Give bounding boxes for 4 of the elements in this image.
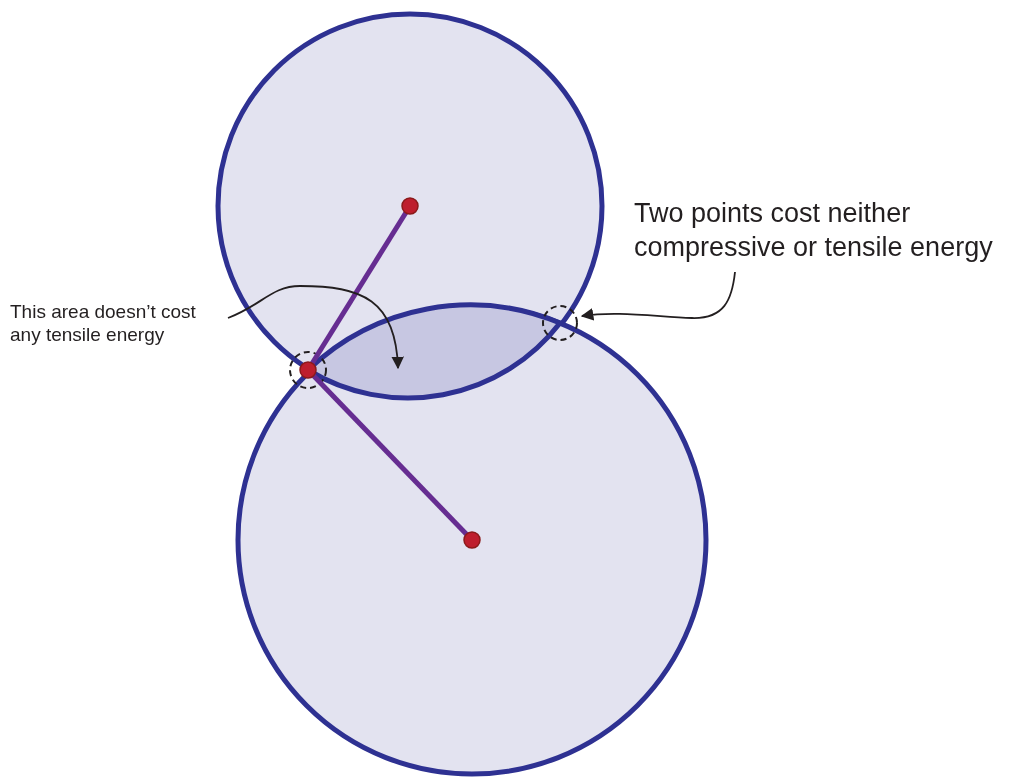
leader-arrow [227, 285, 404, 370]
annotation-text: This area doesn’t cost any tensile energy [10, 300, 197, 346]
leader-arrow [580, 271, 736, 321]
annotation-text: Two points cost neither compressive or tensile energy [634, 197, 994, 264]
